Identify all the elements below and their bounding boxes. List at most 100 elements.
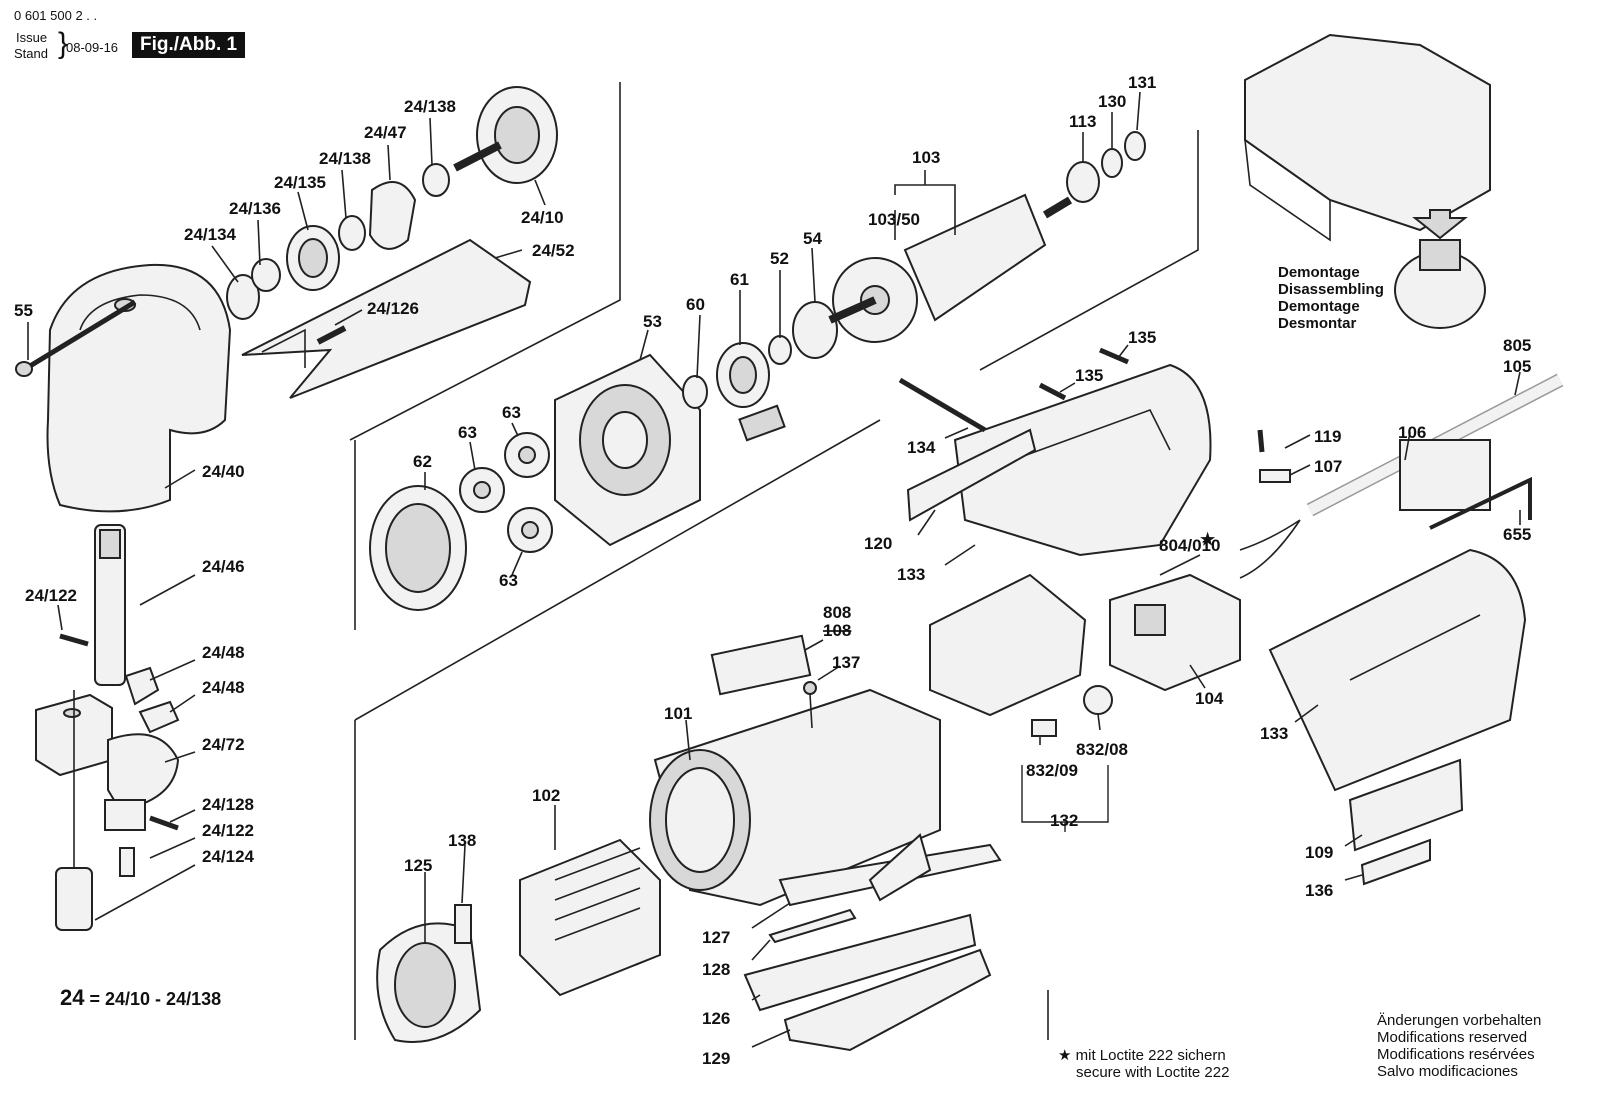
leader-lines — [27, 91, 1521, 1048]
formula-prefix: 24 — [60, 985, 85, 1010]
loctite-star-marker: ★ — [1200, 530, 1216, 549]
disassembly-label-de: Demontage — [1278, 264, 1360, 281]
bearing-stack-24 — [226, 86, 558, 320]
formula-rest: = 24/10 - 24/138 — [89, 989, 222, 1009]
loctite-note: ★ mit Loctite 222 sichern secure with Lo… — [1058, 1047, 1229, 1081]
bearings-60-61-52-54 — [682, 301, 838, 442]
screws-134-135 — [898, 347, 1129, 433]
part-label: 24/40 — [202, 462, 245, 481]
part-label: 24/10 — [521, 208, 564, 227]
part-label: 130 — [1098, 92, 1126, 111]
part-label: 24/72 — [202, 735, 245, 754]
part-label: 805 — [1503, 336, 1531, 355]
part-label: 120 — [864, 534, 892, 553]
part-label: 133 — [1260, 724, 1288, 743]
part-label: 135 — [1075, 366, 1103, 385]
part-label: 134 — [907, 438, 936, 457]
part-label: 60 — [686, 295, 705, 314]
issue-label: Issue — [16, 30, 48, 45]
motor-housing-101 — [649, 634, 941, 907]
part-label: 24/138 — [404, 97, 456, 116]
part-label: 62 — [413, 452, 432, 471]
part-label: 136 — [1305, 881, 1333, 900]
part-label: 24/128 — [202, 795, 254, 814]
handle-133 — [906, 363, 1212, 557]
part-label: 119 — [1314, 427, 1341, 446]
screw-55 — [15, 299, 137, 377]
ring-gear-62 — [369, 485, 467, 611]
part-label: 101 — [664, 704, 692, 723]
part-label: 808 — [823, 603, 851, 622]
stand-label: Stand — [14, 46, 48, 61]
brush-holder-132 — [929, 573, 1113, 832]
part-label: 138 — [448, 831, 476, 850]
part-label: 53 — [643, 312, 662, 331]
part-label: 63 — [499, 571, 518, 590]
part-label: 24/134 — [184, 225, 237, 244]
figure-label: Fig./Abb. 1 — [132, 32, 246, 58]
part-label: 133 — [897, 565, 925, 584]
gear-housing-53 — [554, 353, 701, 547]
part-label: 135 — [1128, 328, 1156, 347]
punch-24-46 — [35, 524, 180, 931]
footer-note-de: Änderungen vorbehalten — [1377, 1012, 1542, 1029]
part-label: 24/52 — [532, 241, 575, 260]
part-label: 24/122 — [25, 586, 77, 605]
part-label: 109 — [1305, 843, 1333, 862]
part-label: 113 — [1069, 112, 1096, 131]
housing-cover-133 — [1268, 548, 1527, 886]
planet-gears-63 — [459, 432, 553, 553]
part-label: 55 — [14, 301, 33, 320]
part-label: 131 — [1128, 73, 1156, 92]
part-label: 132 — [1050, 811, 1078, 830]
part-label: 54 — [803, 229, 822, 248]
loctite-line1: mit Loctite 222 sichern — [1075, 1047, 1226, 1064]
part-label: 24/138 — [319, 149, 371, 168]
issue-date: 08-09-16 — [66, 40, 119, 55]
part-label: 126 — [702, 1009, 730, 1028]
part-label: 24/46 — [202, 557, 245, 576]
part-label: 107 — [1314, 457, 1342, 476]
part-label: 24/136 — [229, 199, 281, 218]
disassembly-label-fr: Demontage — [1278, 298, 1360, 315]
part-label: 24/47 — [364, 123, 407, 142]
disassembly-inset — [1244, 33, 1491, 329]
assembly-formula: 24 = 24/10 - 24/138 — [60, 985, 221, 1011]
part-label: 129 — [702, 1049, 730, 1068]
footer-notes: Änderungen vorbehalten Modifications res… — [1377, 1012, 1541, 1080]
loctite-line2: secure with Loctite 222 — [1076, 1064, 1230, 1081]
part-label: 832/08 — [1076, 740, 1128, 759]
part-label: 24/122 — [202, 821, 254, 840]
part-label: 128 — [702, 960, 730, 979]
part-label: 24/135 — [274, 173, 326, 192]
part-label: 804/010 — [1159, 536, 1220, 555]
part-label: 127 — [702, 928, 730, 947]
part-label: 104 — [1195, 689, 1224, 708]
footer-note-es: Salvo modificaciones — [1377, 1063, 1518, 1080]
part-label: 832/09 — [1026, 761, 1078, 780]
part-label: 63 — [458, 423, 477, 442]
part-label: 52 — [770, 249, 789, 268]
doc-number: 0 601 500 2 . . — [14, 8, 98, 23]
switch-slider-parts — [743, 833, 1002, 1052]
part-label: 125 — [404, 856, 432, 875]
part-label: 24/124 — [202, 847, 255, 866]
part-label: 24/126 — [367, 299, 419, 318]
part-label: 105 — [1503, 357, 1531, 376]
issue-brace: } — [58, 27, 69, 60]
armature-103 — [828, 131, 1146, 343]
assembly-frame-lines — [349, 82, 1199, 1040]
part-label: 108 — [823, 621, 851, 640]
part-label: 106 — [1398, 423, 1426, 442]
part-label: 63 — [502, 403, 521, 422]
disassembly-label-es: Desmontar — [1278, 315, 1357, 332]
blade-24-52 — [241, 238, 532, 399]
part-labels: 55 24/134 24/136 24/135 24/138 24/47 24/… — [14, 73, 1531, 1068]
switch-104 — [1109, 573, 1241, 692]
fan-baffle-125 — [376, 904, 482, 1043]
loctite-star: ★ — [1058, 1047, 1072, 1064]
part-label: 102 — [532, 786, 560, 805]
disassembly-label-en: Disassembling — [1278, 281, 1384, 298]
part-label: 24/48 — [202, 643, 245, 662]
